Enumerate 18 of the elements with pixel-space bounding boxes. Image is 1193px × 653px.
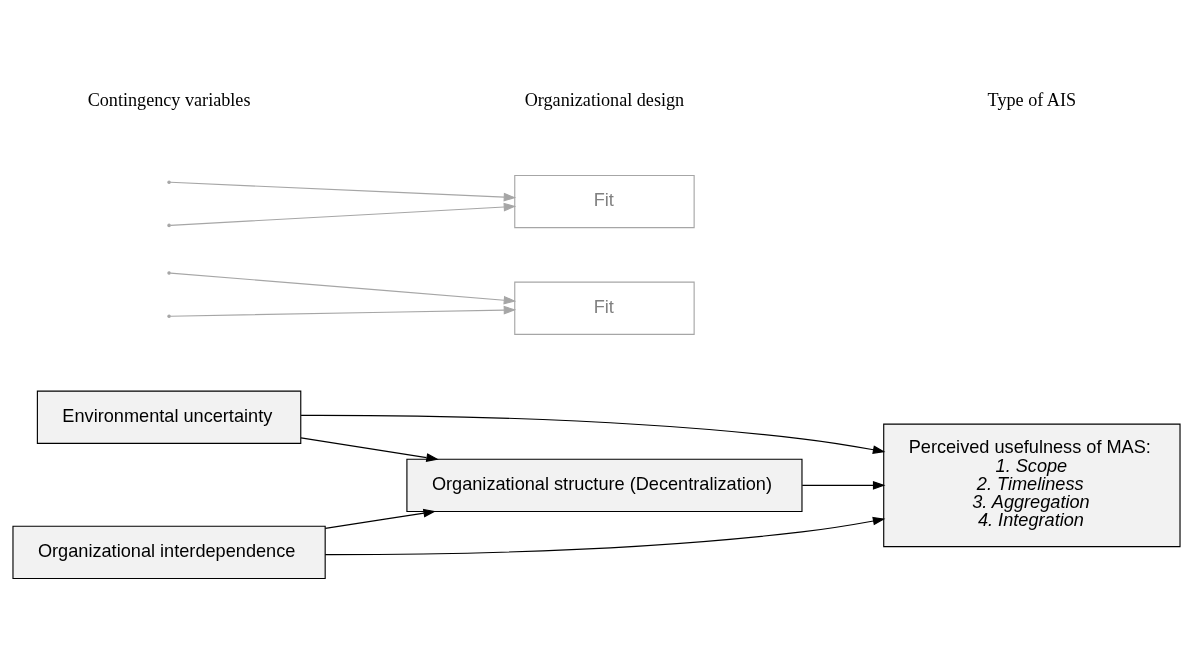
- label: Type of AIS: [987, 89, 1077, 110]
- node-box: Organizational structure (Decentralization): [406, 458, 803, 512]
- node-box: Fit: [514, 174, 695, 228]
- arrow: [801, 480, 886, 490]
- label: Organizational design: [524, 89, 685, 110]
- node-box: Environmental uncertainty: [36, 390, 302, 444]
- node-box: Perceived usefulness of MAS: 1. Scope 2. Timeliness 3. Aggregation 4. Integration: [883, 423, 1181, 547]
- node-box: Fit: [514, 281, 695, 335]
- arrow: [169, 272, 517, 305]
- arrow: [300, 436, 439, 462]
- label: Contingency variables: [87, 89, 251, 110]
- arrow: [169, 305, 517, 317]
- node-box: Organizational interdependence: [12, 525, 326, 579]
- arrow: [324, 516, 886, 555]
- arrow: [300, 414, 886, 454]
- arrow: [169, 202, 517, 226]
- arrow: [169, 181, 517, 201]
- arrow: [324, 508, 436, 529]
